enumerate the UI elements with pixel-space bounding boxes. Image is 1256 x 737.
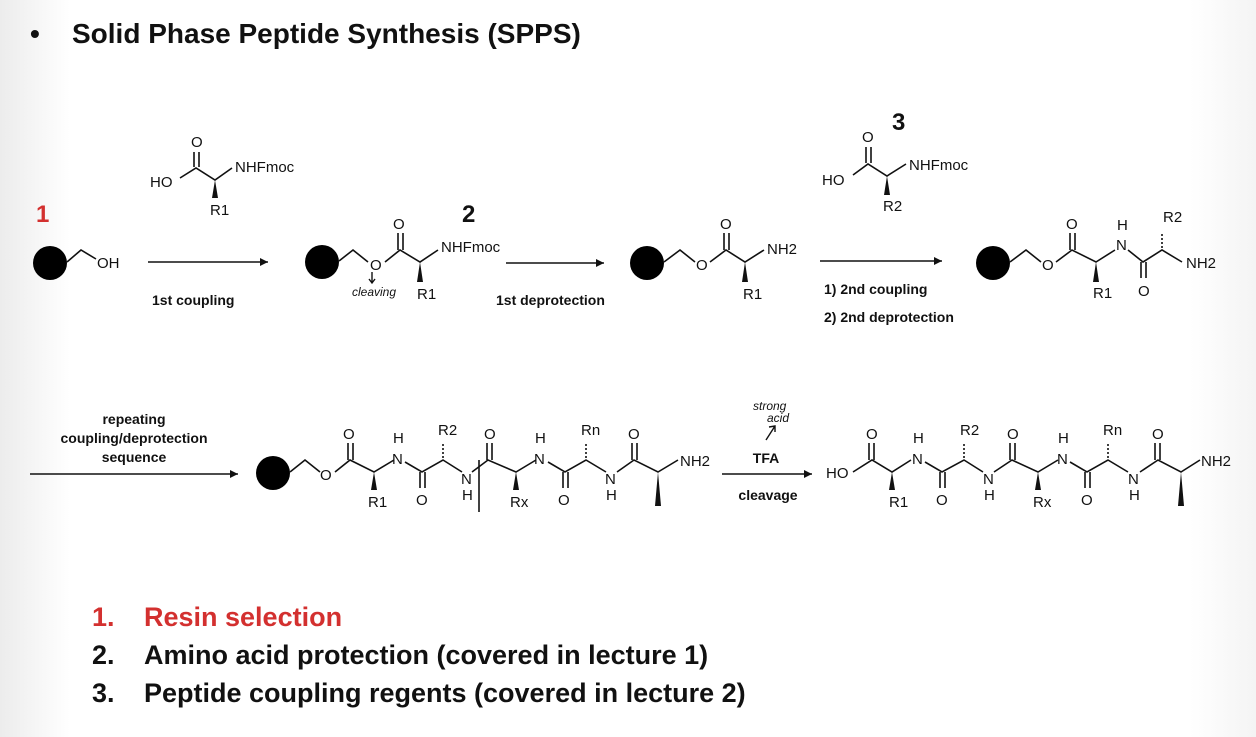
product-o3: O (1007, 426, 1019, 443)
compound-resin-peptide: O O R1 H N O R2 N H O Rx H N O Rn N H O … (256, 422, 710, 512)
compound-number-3: 3 (892, 109, 905, 136)
chain-n1: N (392, 451, 403, 468)
chain-nh2: NH2 (680, 453, 710, 470)
reagent3-nhfmoc: NHFmoc (909, 157, 969, 174)
chain-o5: O (628, 426, 640, 443)
compound2-carbonyl-o: O (393, 216, 405, 233)
handwritten-note-acid: acid (767, 411, 789, 425)
dipeptide-o1: O (1066, 216, 1078, 233)
step1-label: 1st coupling (152, 292, 234, 308)
title-text: Solid Phase Peptide Synthesis (SPPS) (72, 18, 581, 49)
dipeptide-n: N (1116, 237, 1127, 254)
dipeptide-nh2: NH2 (1186, 255, 1216, 272)
product-h4: H (1129, 487, 1140, 504)
reagent-fmoc-aa-1: O HO NHFmoc R1 (150, 134, 295, 219)
product-ho: HO (826, 465, 849, 482)
chain-n2: N (461, 471, 472, 488)
resin-bead (33, 246, 67, 280)
product-r2: R2 (960, 422, 979, 439)
chain-o4: O (558, 492, 570, 509)
reagent3-o: O (862, 129, 874, 146)
chain-h4: H (606, 487, 617, 504)
reagent3-r: R2 (883, 198, 902, 215)
amine-nh2: NH2 (767, 241, 797, 258)
compound2-nhfmoc: NHFmoc (441, 239, 501, 256)
product-n4: N (1128, 471, 1139, 488)
chain-o3: O (484, 426, 496, 443)
reagent-fmoc-aa-2: O HO NHFmoc R2 (822, 129, 969, 215)
repeat-label-line3: sequence (102, 449, 167, 465)
compound-number-1: 1 (36, 201, 49, 228)
compound-1-resin-oh: OH (33, 246, 120, 280)
step-item-resin-selection: 1.Resin selection (92, 602, 343, 632)
tfa-label: TFA (753, 450, 779, 466)
dipeptide-ester-o: O (1042, 257, 1054, 274)
product-o4: O (1081, 492, 1093, 509)
step3-label-a: 1) 2nd coupling (824, 281, 927, 297)
repeat-label-line2: coupling/deprotection (61, 430, 208, 446)
product-n3: N (1057, 451, 1068, 468)
compound-dipeptide: O O R1 H N O R2 NH2 (976, 209, 1216, 302)
product-rn: Rn (1103, 422, 1122, 439)
chain-ester-o: O (320, 467, 332, 484)
step-item-coupling-reagents: 3.Peptide coupling regents (covered in l… (92, 678, 746, 708)
reagent1-nhfmoc: NHFmoc (235, 159, 295, 176)
amine-carbonyl-o: O (720, 216, 732, 233)
chain-r2: R2 (438, 422, 457, 439)
chain-h1: H (393, 430, 404, 447)
resin-bead (630, 246, 664, 280)
oh-label: OH (97, 255, 120, 272)
product-n1: N (912, 451, 923, 468)
compound-free-amine: O O NH2 R1 (630, 216, 797, 303)
chain-o2: O (416, 492, 428, 509)
product-o2: O (936, 492, 948, 509)
repeat-label-line1: repeating (102, 411, 165, 427)
product-rx: Rx (1033, 494, 1052, 511)
chain-n3: N (534, 451, 545, 468)
dipeptide-r2: R2 (1163, 209, 1182, 226)
product-r1: R1 (889, 494, 908, 511)
synthesis-steps-list: 1.Resin selection 2.Amino acid protectio… (92, 598, 746, 712)
dipeptide-r1: R1 (1093, 285, 1112, 302)
reagent3-ho: HO (822, 172, 845, 189)
compound2-r: R1 (417, 286, 436, 303)
compound2-ester-o: O (370, 257, 382, 274)
slide-title: • Solid Phase Peptide Synthesis (SPPS) (30, 18, 581, 50)
reagent1-r: R1 (210, 202, 229, 219)
dipeptide-h: H (1117, 217, 1128, 234)
chain-rn: Rn (581, 422, 600, 439)
chain-n4: N (605, 471, 616, 488)
chain-rx: Rx (510, 494, 529, 511)
chain-h2: H (462, 487, 473, 504)
cleavage-label: cleavage (738, 487, 797, 503)
product-nh2: NH2 (1201, 453, 1231, 470)
product-h2: H (984, 487, 995, 504)
product-o5: O (1152, 426, 1164, 443)
compound-number-2: 2 (462, 201, 475, 228)
title-bullet: • (30, 18, 40, 49)
compound-free-peptide: HO O R1 H N O R2 N H O Rx H N O Rn N H O… (826, 422, 1231, 511)
amine-r: R1 (743, 286, 762, 303)
handwritten-note-strong: strong (753, 399, 787, 413)
product-n2: N (983, 471, 994, 488)
handwritten-note-cleaving: cleaving (352, 285, 396, 299)
chain-r1: R1 (368, 494, 387, 511)
chain-o1: O (343, 426, 355, 443)
dipeptide-o2: O (1138, 283, 1150, 300)
compound-2: O O NHFmoc R1 cleaving (305, 216, 501, 303)
product-h1: H (913, 430, 924, 447)
product-o1: O (866, 426, 878, 443)
resin-bead (305, 245, 339, 279)
step2-label: 1st deprotection (496, 292, 605, 308)
chain-h3: H (535, 430, 546, 447)
reagent1-ho: HO (150, 174, 173, 191)
reagent1-o: O (191, 134, 203, 151)
amine-ester-o: O (696, 257, 708, 274)
product-h3: H (1058, 430, 1069, 447)
resin-bead (256, 456, 290, 490)
resin-bead (976, 246, 1010, 280)
step3-label-b: 2) 2nd deprotection (824, 309, 954, 325)
step-item-amino-acid-protection: 2.Amino acid protection (covered in lect… (92, 640, 709, 670)
